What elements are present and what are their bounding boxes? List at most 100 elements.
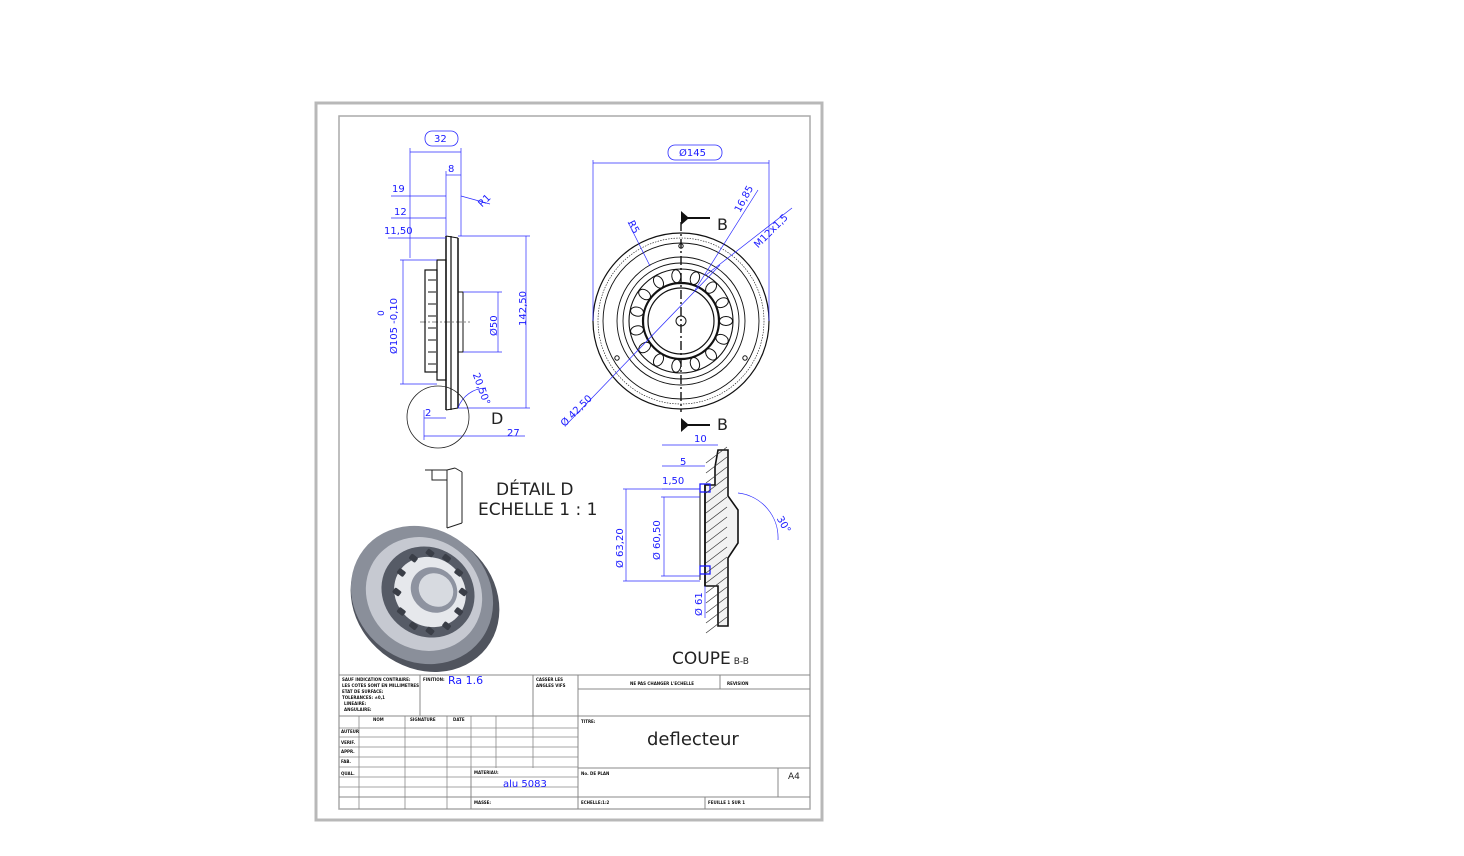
front-view-slots — [630, 269, 733, 373]
side-view — [420, 235, 470, 411]
iso-slot — [396, 607, 406, 616]
gear-slot — [652, 353, 665, 367]
iso-slot — [396, 568, 406, 577]
tb-edges-1: CASSER LES — [536, 677, 563, 682]
gear-slot — [671, 269, 682, 284]
front-view-dimensions — [565, 160, 793, 426]
hatch-line — [705, 506, 728, 524]
detail-circle — [406, 385, 470, 449]
dim-142-50: 142,50 — [518, 291, 529, 326]
hatch-line — [705, 486, 728, 504]
gear-slot — [689, 271, 701, 286]
dim-2: 2 — [425, 408, 431, 419]
gear-slot — [652, 275, 665, 289]
dim-0: 0 — [377, 310, 387, 316]
tb-row-4: FAB. — [341, 759, 351, 764]
hatch-line — [705, 476, 728, 494]
sheet-outer-border — [314, 101, 824, 822]
title-block-lines — [339, 674, 810, 809]
detail-marker-label: D — [491, 409, 503, 428]
dim-11-50: 11,50 — [384, 226, 413, 237]
tb-finish-value: Ra 1.6 — [448, 674, 483, 687]
tb-sheet: FEUILLE 1 SUR 1 — [708, 800, 745, 805]
gear-slot — [705, 348, 718, 361]
dim-phi-63-20: Ø 63,20 — [614, 528, 626, 568]
tb-col-nom: NOM — [373, 717, 384, 722]
detail-scale: ECHELLE 1 : 1 — [478, 500, 597, 520]
dim-r5: R5 — [625, 219, 641, 236]
tb-row-5: QUAL. — [341, 771, 355, 776]
iso-slot — [454, 607, 464, 616]
hatch-line — [705, 466, 728, 484]
tb-scale: ECHELLE:1:2 — [581, 800, 610, 805]
hatch-line — [705, 586, 728, 604]
side-view-dimensions — [388, 148, 530, 440]
tb-row-2: VERIF. — [341, 740, 356, 745]
tb-note-5: LINEAIRE: — [344, 701, 367, 706]
iso-slot — [458, 587, 468, 597]
dim-27: 27 — [507, 428, 520, 439]
gear-slot — [715, 297, 729, 309]
section-hatching — [705, 446, 728, 634]
tb-revision: REVISION — [727, 681, 749, 686]
section-cut-arrows — [681, 211, 710, 432]
section-label-bottom: B — [717, 415, 728, 434]
dim-phi-50: Ø50 — [488, 315, 500, 336]
tb-note-6: ANGULAIRE: — [344, 707, 372, 712]
front-view — [592, 222, 770, 412]
section-dimensions — [623, 444, 779, 618]
dim-32: 32 — [434, 134, 447, 145]
hatch-line — [705, 496, 728, 514]
tb-material-label: MATERIAU: — [474, 770, 499, 775]
tb-row-3: APPR. — [341, 749, 355, 754]
gear-slot — [638, 288, 651, 301]
dim-145-box — [667, 144, 723, 161]
hatch-line — [705, 516, 728, 534]
hatch-line — [705, 596, 728, 614]
detail-title: DÉTAIL D — [496, 478, 574, 500]
gear-slot — [630, 325, 644, 336]
gear-slot — [638, 341, 651, 354]
dim-phi-145: Ø145 — [679, 147, 706, 159]
tb-format: A4 — [788, 772, 800, 782]
tb-note-2: LES COTES SONT EN MILLIMETRES — [342, 683, 419, 688]
tb-col-signature: SIGNATURE — [410, 717, 436, 722]
tb-mass: MASSE: — [474, 800, 491, 805]
hatch-line — [705, 606, 728, 624]
tb-note-1: SAUF INDICATION CONTRAIRE: — [342, 677, 411, 682]
dim-m12: M12x1,5 — [752, 212, 790, 250]
dim-phi-42-50: Ø 42,50 — [558, 393, 595, 430]
dim-phi-61: Ø 61 — [693, 592, 705, 616]
dim-r1: R1 — [476, 193, 493, 210]
title-block-grid — [339, 716, 578, 809]
gear-slot — [715, 333, 729, 345]
sheet-inner-border — [338, 115, 811, 810]
dim-19: 19 — [392, 184, 405, 195]
section-view — [699, 449, 739, 627]
gear-slot — [671, 358, 682, 373]
gear-slot — [630, 306, 644, 317]
hatch-line — [705, 546, 728, 564]
isometric-view — [350, 525, 500, 672]
dim-5: 5 — [680, 457, 686, 468]
tb-finish-label: FINITION: — [423, 677, 445, 682]
gear-slot — [719, 316, 733, 326]
dim-10: 10 — [694, 434, 707, 445]
tb-title-label: TITRE: — [581, 719, 596, 724]
detail-view — [425, 467, 463, 529]
tb-no-scale: NE PAS CHANGER L'ECHELLE — [630, 681, 694, 686]
iso-slot — [454, 568, 464, 577]
dim-1-50: 1,50 — [662, 476, 684, 487]
iso-slot — [425, 548, 435, 558]
dim-16-85: 16,85 — [733, 184, 756, 214]
tb-material-value: alu 5083 — [503, 779, 547, 790]
hatch-line — [705, 536, 728, 554]
hatch-line — [705, 566, 728, 584]
dim-phi-60-50: Ø 60,50 — [651, 520, 663, 560]
gear-slot — [689, 356, 701, 371]
tb-note-3: ETAT DE SURFACE: — [342, 689, 384, 694]
hatch-line — [705, 616, 728, 634]
iso-slot — [409, 621, 418, 631]
dim-8: 8 — [448, 164, 454, 175]
